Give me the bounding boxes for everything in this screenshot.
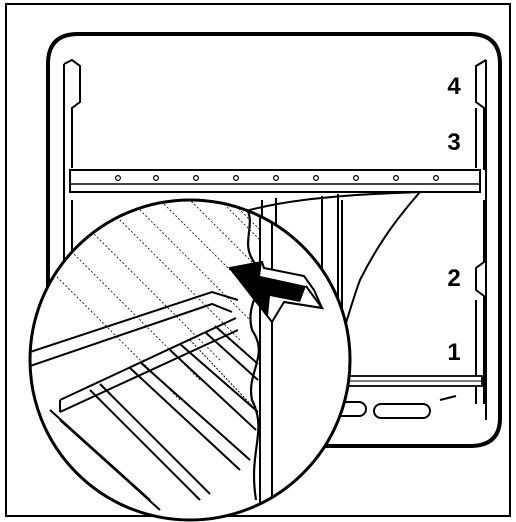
lower-shelf [329,375,483,387]
shelf-label-4: 4 [447,73,461,100]
shelf-label-3: 3 [447,129,460,156]
shelf-label-1: 1 [447,339,460,366]
upper-shelf [69,169,481,193]
right-side-rails [475,59,487,420]
pointer-arrow [228,260,325,324]
shelf-label-2: 2 [447,265,460,292]
floor-vents [329,395,457,419]
